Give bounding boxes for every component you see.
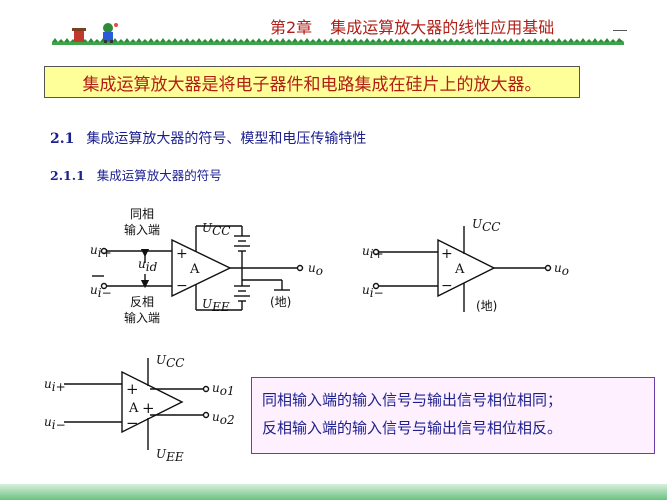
subsection-heading: 2.1.1 集成运算放大器的符号 [50,165,222,184]
note-line-2: 反相输入端的输入信号与输出信号相位相反。 [262,419,563,437]
chapter-header: 第2章集成运算放大器的线性应用基础 [270,14,554,38]
ui-plus-label-2: ui+ [362,244,384,261]
ground-label-1: (地) [270,295,291,309]
opamp-diagram-differential [64,358,210,450]
amp-label-2: A [454,262,465,277]
ui-plus-label-1: ui+ [90,243,112,260]
inverting-label-1: 反相 [130,295,154,309]
uo-label-1: uo [308,261,323,278]
plus-sign-3a: + [126,380,139,398]
definition-banner: 集成运算放大器是将电子器件和电路集成在硅片上的放大器。 [44,66,580,98]
cartoon-figures-icon [72,23,118,43]
definition-text: 集成运算放大器是将电子器件和电路集成在硅片上的放大器。 [82,74,542,95]
uo2-label: uo2 [212,410,235,427]
chapter-title: 集成运算放大器的线性应用基础 [330,18,555,37]
ucc-label-2: UCC [472,217,501,234]
plus-sign-1: + [176,246,188,262]
minus-sign-1: − [176,278,188,294]
minus-sign-2: − [441,278,453,294]
plus-sign-2: + [441,246,453,262]
page-marker [613,30,627,41]
ui-minus-label-1: ui− [90,283,112,300]
grass-divider [52,38,624,45]
ucc-label-1: UCC [202,221,231,238]
opamp-diagram-simplified [372,226,552,312]
uo-label-2: uo [554,261,569,278]
chapter-number: 第2章 [270,18,313,37]
subsection-number: 2.1.1 [50,168,85,183]
opamp-triangle-2 [437,238,496,298]
uee-label-1: UEE [202,297,230,314]
ui-plus-label-3: ui+ [44,377,66,394]
section-title: 集成运算放大器的符号、模型和电压传输特性 [86,131,367,147]
inverting-label-2: 输入端 [124,310,160,325]
opamp-triangle-1 [171,238,232,298]
amp-label-3: A [128,401,139,416]
minus-sign-3: − [126,414,139,432]
ground-label-2: (地) [476,299,497,313]
ui-minus-label-3: ui− [44,415,66,432]
section-heading: 2.1 集成运算放大器的符号、模型和电压传输特性 [50,128,366,148]
opamp-triangle-3 [121,370,184,434]
opamp-diagram-detailed [92,225,304,311]
uid-label: uid [138,257,158,274]
footer-gradient-bar [0,484,667,500]
amp-label-1: A [189,262,200,277]
note-line-1: 同相输入端的输入信号与输出信号相位相同； [262,391,563,409]
noninverting-label-2: 输入端 [124,222,160,237]
uo1-label: uo1 [212,381,235,398]
phase-relation-note: 同相输入端的输入信号与输出信号相位相同； 反相输入端的输入信号与输出信号相位相反… [251,377,655,454]
section-number: 2.1 [50,131,75,147]
plus-sign-3b: + [142,399,155,417]
ucc-label-3: UCC [156,353,185,370]
subsection-title: 集成运算放大器的符号 [96,168,222,183]
uee-label-3: UEE [156,447,184,464]
noninverting-label-1: 同相 [130,207,154,221]
ui-minus-label-2: ui− [362,283,384,300]
